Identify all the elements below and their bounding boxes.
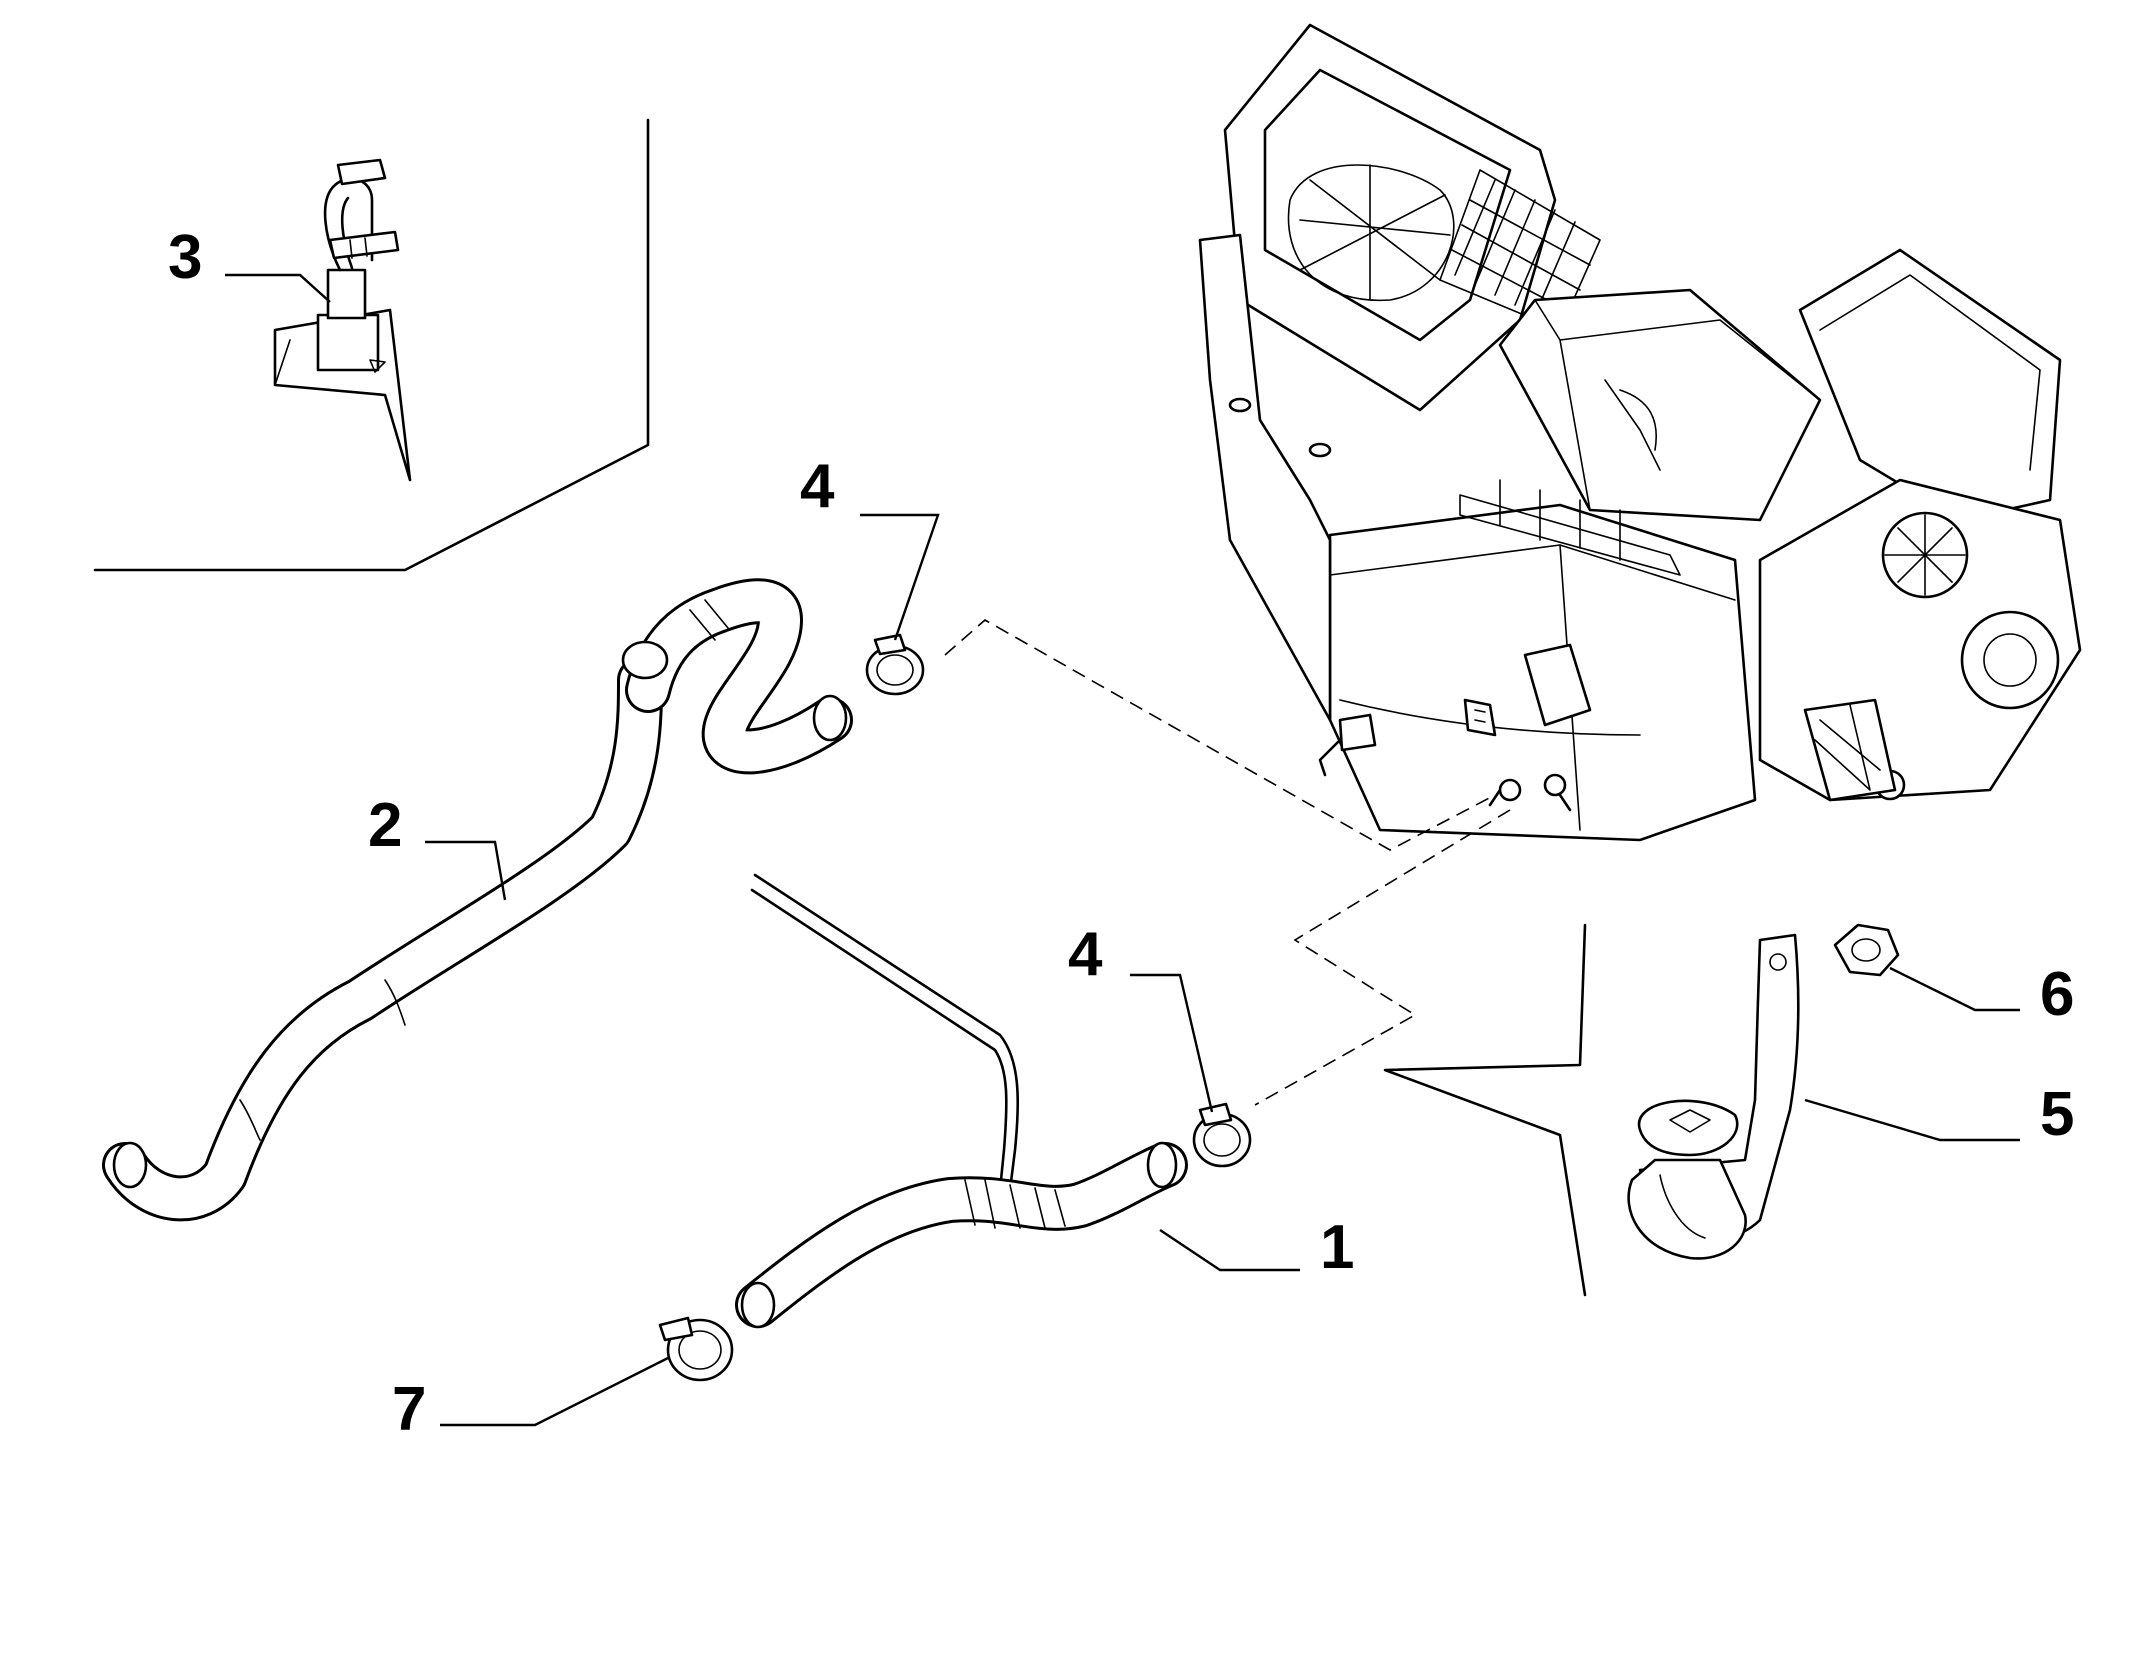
part-6-nut bbox=[1833, 923, 1900, 977]
heater-unit-assembly bbox=[1198, 23, 2082, 842]
part-5-bracket bbox=[1627, 933, 1800, 1260]
callout-5: 5 bbox=[2040, 1080, 2074, 1149]
part-4-clamp-lower bbox=[1192, 1102, 1252, 1168]
callout-3: 3 bbox=[168, 223, 202, 292]
part-1-hose bbox=[735, 873, 1188, 1329]
inset-panel-part-3 bbox=[93, 118, 650, 572]
callout-2: 2 bbox=[368, 791, 402, 860]
leader-lines bbox=[225, 273, 2020, 1427]
callout-7: 7 bbox=[392, 1375, 426, 1444]
part-3-hose-clip bbox=[273, 158, 412, 482]
callout-4-upper: 4 bbox=[800, 452, 835, 521]
assembly-dash-lines bbox=[944, 619, 1511, 1106]
callout-1: 1 bbox=[1320, 1213, 1354, 1282]
callout-4-lower: 4 bbox=[1068, 920, 1103, 989]
part-4-clamp-upper bbox=[865, 633, 925, 696]
callout-6: 6 bbox=[2040, 960, 2074, 1029]
callouts: 1 2 3 4 4 5 6 7 bbox=[168, 223, 2074, 1444]
part-7-clamp bbox=[658, 1316, 734, 1382]
part-2-hose bbox=[102, 578, 853, 1222]
inset-panel-parts-5-6 bbox=[1383, 923, 1587, 1297]
